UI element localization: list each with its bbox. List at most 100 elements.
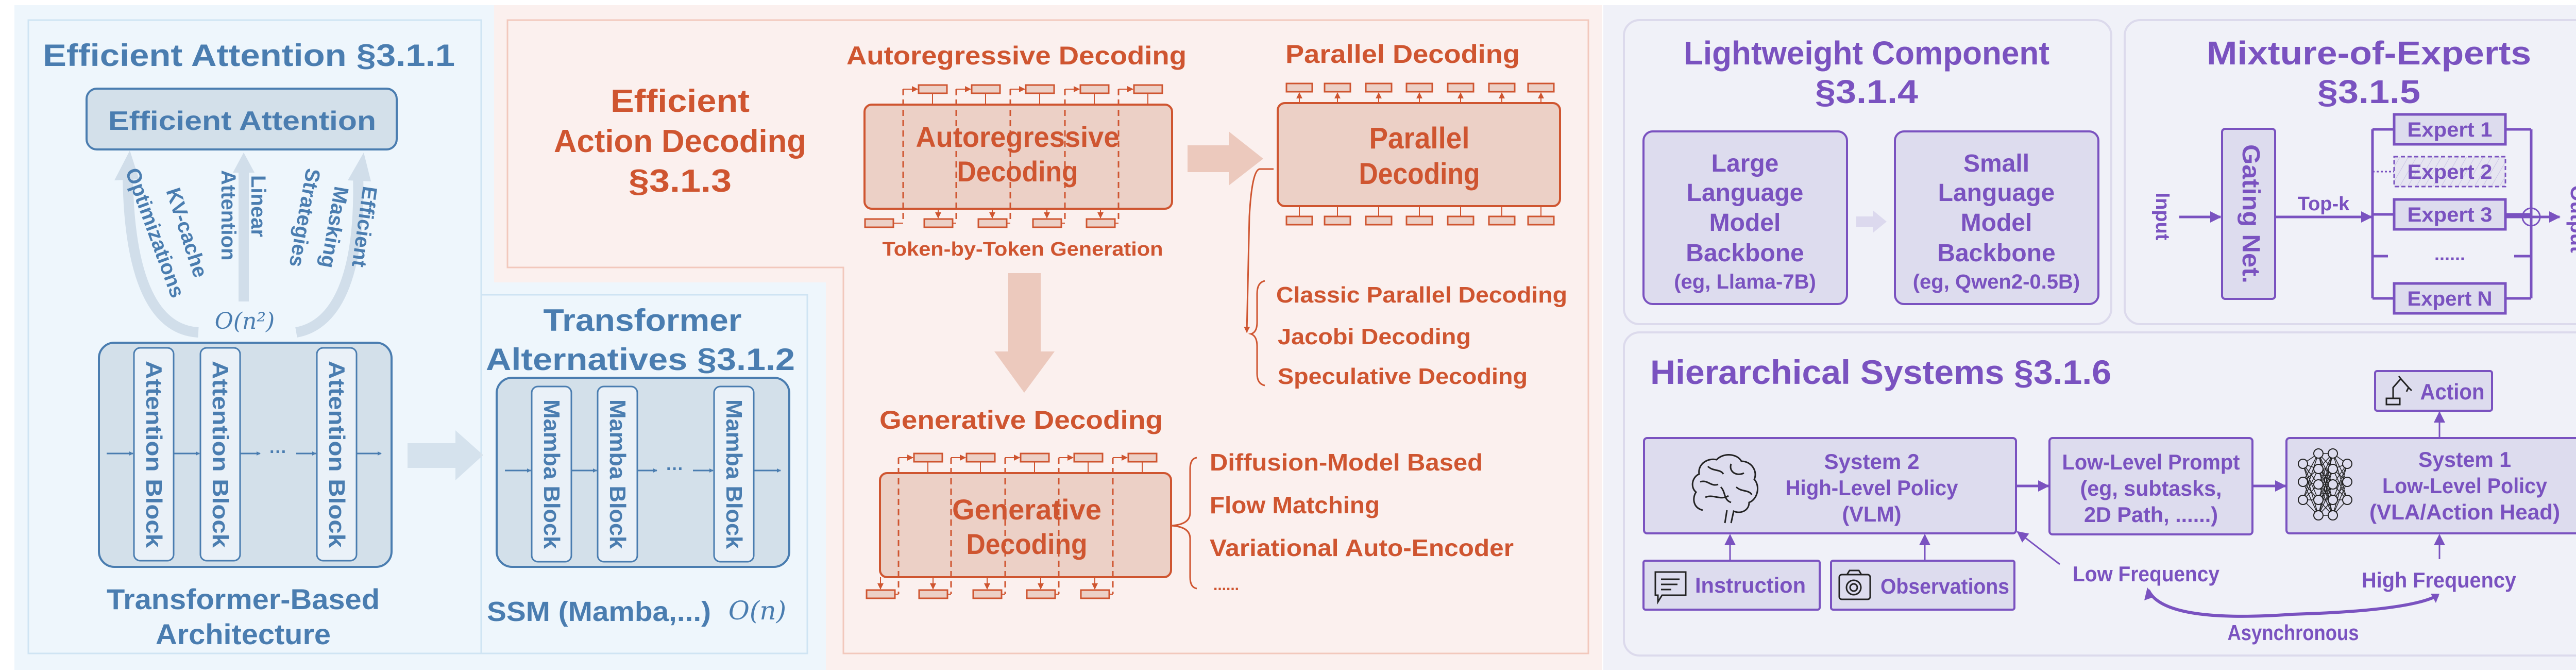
nn-edge	[2302, 463, 2319, 516]
output-token	[1127, 452, 1158, 463]
nn-node	[2298, 495, 2308, 505]
asynchronous-arc	[2147, 589, 2439, 618]
low-frequency-label: Low Frequency	[2073, 562, 2220, 586]
ellipsis: ···	[269, 442, 287, 462]
lightweight-title-line2: §3.1.4	[1815, 73, 1918, 110]
input-token	[923, 218, 954, 228]
nn-node	[2328, 495, 2338, 505]
system2-line: High-Level Policy	[1786, 476, 1959, 500]
nn-edge	[2318, 453, 2333, 516]
nn-edge	[2318, 484, 2333, 516]
transformer-caption-line1: Transformer-Based	[107, 583, 380, 615]
prompt-line: 2D Path, ......)	[2084, 502, 2218, 527]
output-token	[1324, 82, 1351, 93]
method-label: Attention	[217, 170, 240, 261]
system1-line: System 1	[2418, 447, 2511, 472]
hierarchical-panel	[1623, 331, 2576, 657]
input-token	[1527, 215, 1555, 226]
nn-edge	[2332, 468, 2348, 500]
gating-network-label: Gating Net.	[2237, 144, 2264, 283]
parallel-connector	[1244, 168, 1274, 333]
system2-line: System 2	[1824, 449, 1920, 474]
output-token	[1133, 84, 1163, 94]
action-label: Action	[2420, 379, 2485, 405]
nn-edge	[2302, 463, 2319, 500]
attention-block-label: Attention Block	[324, 361, 349, 548]
asynchronous-label: Asynchronous	[2228, 620, 2359, 645]
large-to-small-arrow	[1856, 210, 1887, 233]
input-token	[1324, 215, 1351, 226]
nn-edge	[2318, 453, 2333, 500]
generative-box-line2: Decoding	[967, 528, 1088, 560]
nn-edge	[2302, 453, 2319, 500]
nn-edge	[2332, 453, 2348, 482]
model-box-line: (eg, Qwen2-0.5B)	[1913, 271, 2080, 293]
output-token	[1025, 84, 1055, 94]
alternatives-title-line1: Transformer	[544, 303, 742, 338]
method-label: Linear	[247, 175, 269, 237]
method-arrows	[123, 170, 364, 338]
inactive-expert-box	[2393, 156, 2506, 188]
output-token	[1073, 452, 1104, 463]
attention-block-label: Attention Block	[141, 361, 166, 548]
nn-node	[2313, 495, 2324, 505]
generative-box-line1: Generative	[952, 493, 1101, 526]
generative-method: Flow Matching	[1210, 492, 1380, 518]
expert-box	[2393, 282, 2507, 315]
observations-box	[1830, 560, 2015, 611]
system2-line: (VLM)	[1842, 502, 1902, 526]
prompt-line: (eg, subtasks,	[2080, 476, 2222, 500]
autoregressive-heading: Autoregressive Decoding	[846, 41, 1187, 70]
output-token	[1447, 82, 1475, 93]
nn-node	[2328, 464, 2338, 474]
topk-label: Top-k	[2298, 193, 2350, 215]
nn-node	[2313, 448, 2324, 459]
observations-label: Observations	[1880, 574, 2009, 598]
prompt-line: Low-Level Prompt	[2062, 450, 2240, 474]
generative-method: Diffusion-Model Based	[1210, 449, 1483, 476]
token-by-token-caption: Token-by-Token Generation	[883, 239, 1163, 260]
model-box-line: Backbone	[1686, 240, 1804, 267]
parallel-method: Classic Parallel Decoding	[1276, 282, 1567, 308]
large-model-box	[1642, 130, 1848, 305]
kv-cache-arrowhead	[114, 150, 139, 180]
model-box-line: (eg, Llama-7B)	[1674, 271, 1816, 293]
linear-complexity: O(n)	[728, 596, 786, 626]
output-token	[1488, 82, 1516, 93]
moe-title-line2: §3.1.5	[2317, 73, 2420, 110]
async-arrowhead-left	[2144, 587, 2155, 600]
input-token	[1086, 218, 1116, 228]
output-token	[1527, 82, 1555, 93]
instruction-box	[1642, 560, 1821, 611]
low-frequency-arrow	[2016, 531, 2060, 565]
nn-node	[2313, 464, 2324, 474]
system1-box	[2285, 437, 2576, 534]
nn-node	[2342, 459, 2352, 469]
moe-panel	[2124, 19, 2576, 325]
hierarchical-title: Hierarchical Systems §3.1.6	[1650, 353, 2111, 391]
input-token	[864, 218, 894, 228]
nn-edge	[2332, 481, 2348, 516]
instruction-label: Instruction	[1695, 573, 1806, 597]
efficient-attention-box-label: Efficient Attention	[108, 106, 376, 136]
nn-edge	[2302, 468, 2319, 500]
nn-node	[2328, 448, 2338, 459]
input-token	[1032, 218, 1062, 228]
output-token	[971, 84, 1001, 94]
mamba-block	[597, 385, 638, 563]
mamba-block	[713, 385, 755, 563]
model-box-line: Large	[1711, 150, 1779, 177]
nn-node	[2298, 477, 2308, 487]
model-box-line: Language	[1938, 179, 2055, 207]
parallel-box-line1: Parallel	[1369, 122, 1470, 155]
parallel-methods-brace	[1248, 280, 1265, 387]
input-token	[1080, 589, 1110, 599]
mamba-block-label: Mamba Block	[605, 399, 630, 549]
chat-bubble-icon	[1654, 571, 1687, 605]
lightweight-title-line1: Lightweight Component	[1684, 35, 2049, 72]
generative-method: ......	[1213, 577, 1239, 594]
parallel-method: Jacobi Decoding	[1278, 324, 1471, 349]
model-box-line: Small	[1963, 150, 2029, 177]
robot-arm-icon	[2385, 376, 2413, 406]
input-token	[1488, 215, 1516, 226]
